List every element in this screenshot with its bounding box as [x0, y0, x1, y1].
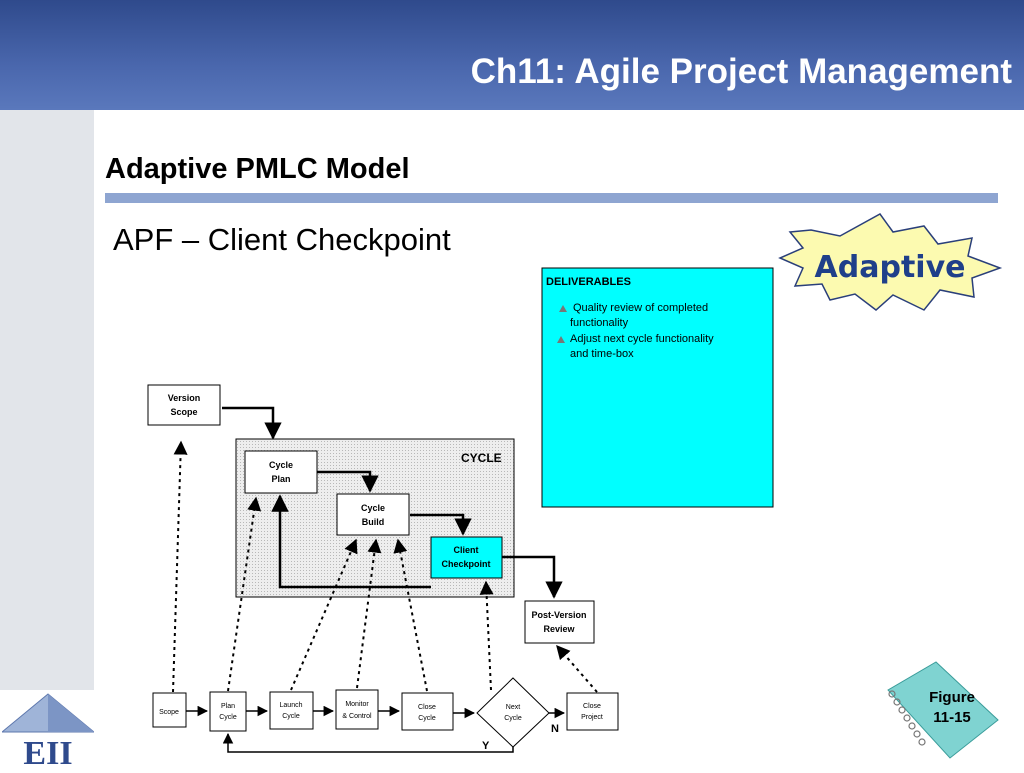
svg-text:& Control: & Control [342, 713, 372, 720]
notebook-icon [887, 661, 999, 759]
svg-text:Next: Next [506, 704, 520, 711]
svg-text:Cycle: Cycle [418, 715, 436, 722]
title-bar: Ch11: Agile Project Management [0, 0, 1024, 110]
svg-text:Plan: Plan [221, 703, 235, 710]
svg-text:Review: Review [543, 624, 575, 634]
deliverables-panel: DELIVERABLES Quality review of completed… [541, 267, 774, 508]
cycle-label: CYCLE [461, 451, 502, 465]
bullet-icon [557, 336, 565, 343]
divider-rule [105, 193, 998, 203]
svg-text:Close: Close [418, 704, 436, 711]
svg-text:Close: Close [583, 703, 601, 710]
dashed-connectors [172, 440, 598, 693]
svg-text:Cycle: Cycle [269, 460, 293, 470]
slide-title: Ch11: Agile Project Management [470, 52, 1012, 91]
deliverable-2-line2: and time-box [570, 348, 634, 360]
adaptive-badge: Adaptive [778, 213, 1003, 311]
next-cycle-decision: Next Cycle [476, 677, 550, 748]
deliverables-title: DELIVERABLES [546, 276, 631, 288]
eii-logo: EII [0, 690, 96, 772]
svg-text:Build: Build [362, 517, 385, 527]
no-label: N [551, 723, 559, 735]
svg-text:Cycle: Cycle [361, 503, 385, 513]
svg-text:Plan: Plan [271, 474, 290, 484]
launch-cycle-box: Launch Cycle [269, 691, 314, 730]
solid-connectors [222, 406, 563, 599]
yes-label: Y [482, 740, 490, 752]
deliverable-1-line2: functionality [570, 317, 629, 329]
svg-text:Scope: Scope [159, 709, 179, 716]
svg-text:Cycle: Cycle [504, 715, 522, 722]
logo-text: EII [23, 735, 72, 768]
close-cycle-box: Close Cycle [401, 692, 454, 731]
section-heading: APF – Client Checkpoint [113, 222, 451, 257]
figure-label: Figure [929, 689, 975, 706]
close-project-box: Close Project [566, 692, 619, 731]
monitor-control-box: Monitor & Control [335, 689, 379, 730]
post-version-review-box: Post-Version Review [524, 600, 595, 644]
cycle-plan-box: Cycle Plan [244, 450, 318, 494]
figure-badge: Figure 11-15 [880, 660, 1000, 760]
plan-cycle-box: Plan Cycle [209, 691, 247, 732]
svg-text:Version: Version [168, 393, 201, 403]
svg-text:Client: Client [453, 545, 478, 555]
left-strip [0, 110, 94, 690]
badge-label: Adaptive [815, 250, 966, 285]
scope-box: Scope [152, 692, 187, 728]
cycle-build-box: Cycle Build [336, 493, 410, 536]
svg-text:Monitor: Monitor [345, 701, 369, 708]
version-scope-box: Version Scope [147, 384, 221, 426]
slide-subtitle: Adaptive PMLC Model [105, 153, 410, 185]
svg-text:Cycle: Cycle [282, 713, 300, 720]
svg-text:Cycle: Cycle [219, 714, 237, 721]
svg-text:Scope: Scope [170, 407, 197, 417]
figure-number: 11-15 [933, 709, 971, 726]
deliverable-1-line1: Quality review of completed [573, 302, 708, 314]
svg-text:Project: Project [581, 714, 603, 721]
svg-text:Checkpoint: Checkpoint [441, 559, 490, 569]
deliverable-2-line1: Adjust next cycle functionality [570, 333, 714, 345]
svg-text:Post-Version: Post-Version [531, 610, 586, 620]
bullet-icon [559, 305, 567, 312]
flow-connectors [186, 705, 566, 753]
client-checkpoint-box: Client Checkpoint [430, 536, 503, 579]
svg-text:Launch: Launch [280, 702, 303, 709]
starburst-shape [778, 213, 1003, 311]
